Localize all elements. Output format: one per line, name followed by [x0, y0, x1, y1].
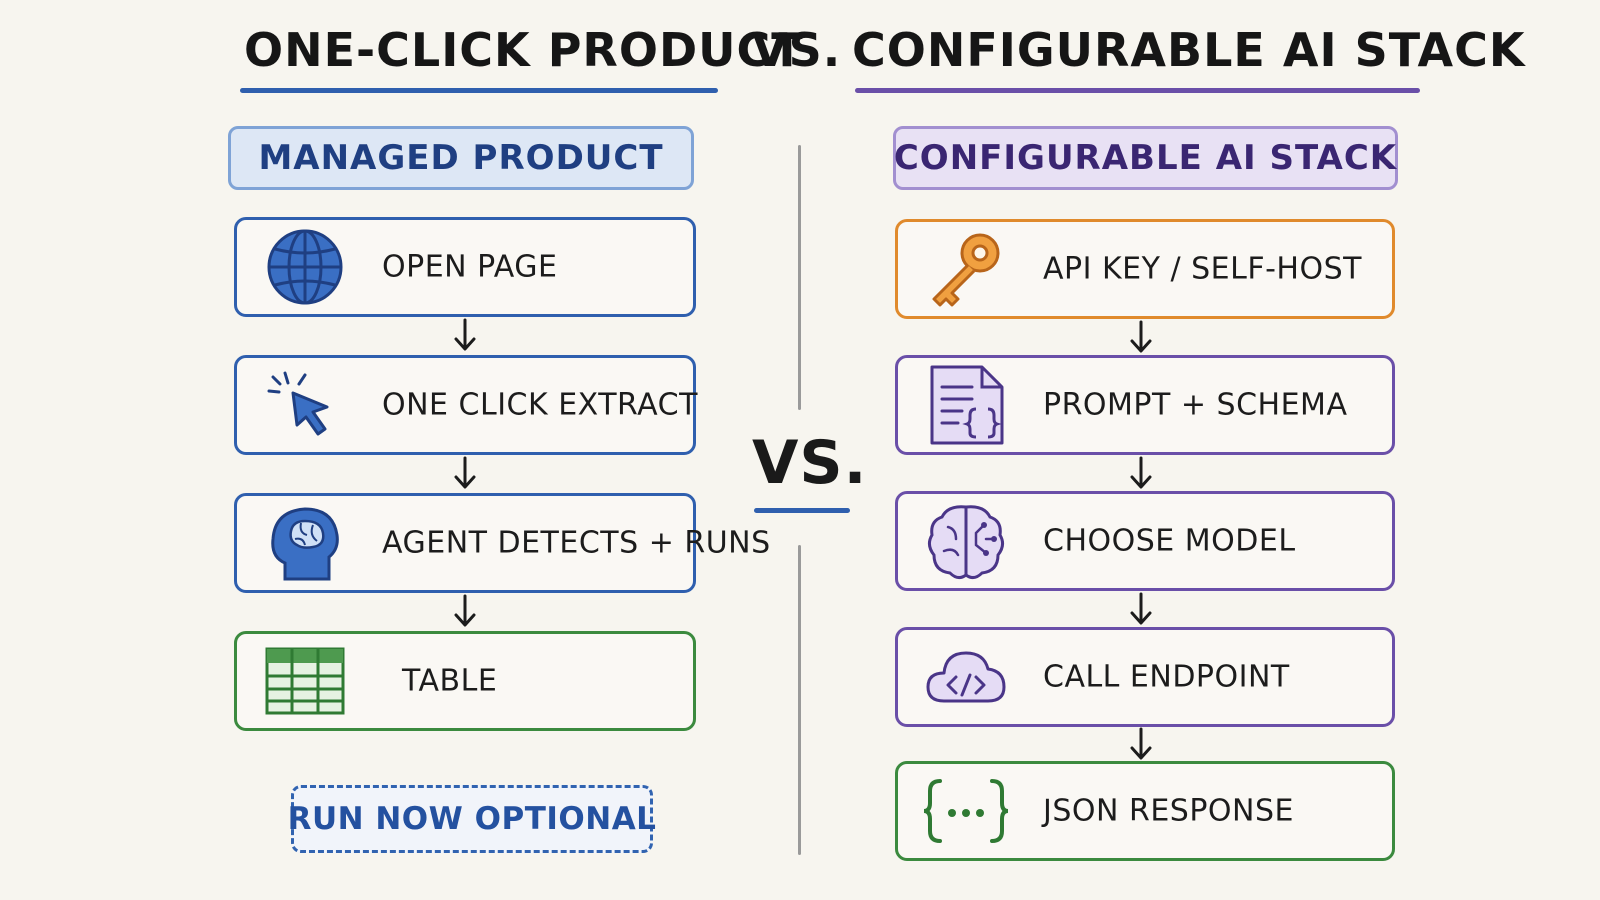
title-right-underline — [855, 88, 1420, 93]
title-vs: VS. — [752, 23, 842, 77]
title-left-underline — [240, 88, 718, 93]
step-call-endpoint: CALL ENDPOINT — [895, 627, 1395, 727]
arrow-down-icon — [454, 318, 476, 351]
step-api-key: API KEY / SELF-HOST — [895, 219, 1395, 319]
center-vs-label: VS. — [752, 428, 868, 498]
step-label: OPEN PAGE — [382, 249, 558, 285]
cursor-click-icon — [263, 363, 347, 447]
arrow-down-icon — [1130, 456, 1152, 489]
title-right: CONFIGURABLE AI STACK — [852, 23, 1526, 77]
brain-circuit-icon — [924, 499, 1008, 583]
step-label: CALL ENDPOINT — [1043, 659, 1290, 695]
globe-icon — [263, 225, 347, 309]
step-label: AGENT DETECTS + RUNS — [382, 525, 771, 561]
brain-head-icon — [263, 501, 347, 585]
step-label: API KEY / SELF-HOST — [1043, 251, 1362, 287]
step-label: ONE CLICK EXTRACT — [382, 387, 698, 423]
step-label: JSON RESPONSE — [1043, 793, 1294, 829]
document-schema-icon — [924, 363, 1008, 447]
run-now-optional-badge: RUN NOW OPTIONAL — [288, 785, 656, 853]
table-icon — [263, 639, 347, 723]
json-braces-icon — [924, 769, 1008, 853]
arrow-down-icon — [1130, 727, 1152, 760]
divider-bottom — [798, 545, 801, 855]
right-header-label: CONFIGURABLE AI STACK — [893, 138, 1398, 178]
step-one-click-extract: ONE CLICK EXTRACT — [234, 355, 698, 455]
arrow-down-icon — [1130, 592, 1152, 625]
step-agent-detects: AGENT DETECTS + RUNS — [234, 493, 770, 593]
center-vs-underline — [754, 508, 850, 513]
left-header-label: MANAGED PRODUCT — [258, 138, 664, 178]
arrow-down-icon — [454, 594, 476, 627]
step-label: CHOOSE MODEL — [1043, 523, 1296, 559]
left-column-header: MANAGED PRODUCT — [228, 126, 694, 190]
arrow-down-icon — [454, 456, 476, 489]
run-now-label: RUN NOW OPTIONAL — [287, 801, 657, 837]
key-icon — [924, 227, 1008, 311]
step-choose-model: CHOOSE MODEL — [895, 491, 1395, 591]
title-left: ONE-CLICK PRODUCT — [244, 23, 804, 77]
step-json-response: JSON RESPONSE — [895, 761, 1395, 861]
cloud-code-icon — [924, 635, 1008, 719]
step-label: PROMPT + SCHEMA — [1043, 387, 1348, 423]
step-table: TABLE — [234, 631, 696, 731]
right-column-header: CONFIGURABLE AI STACK — [893, 126, 1398, 190]
arrow-down-icon — [1130, 320, 1152, 353]
step-label: TABLE — [402, 663, 498, 699]
step-prompt-schema: PROMPT + SCHEMA — [895, 355, 1395, 455]
step-open-page: OPEN PAGE — [234, 217, 696, 317]
divider-top — [798, 145, 801, 410]
